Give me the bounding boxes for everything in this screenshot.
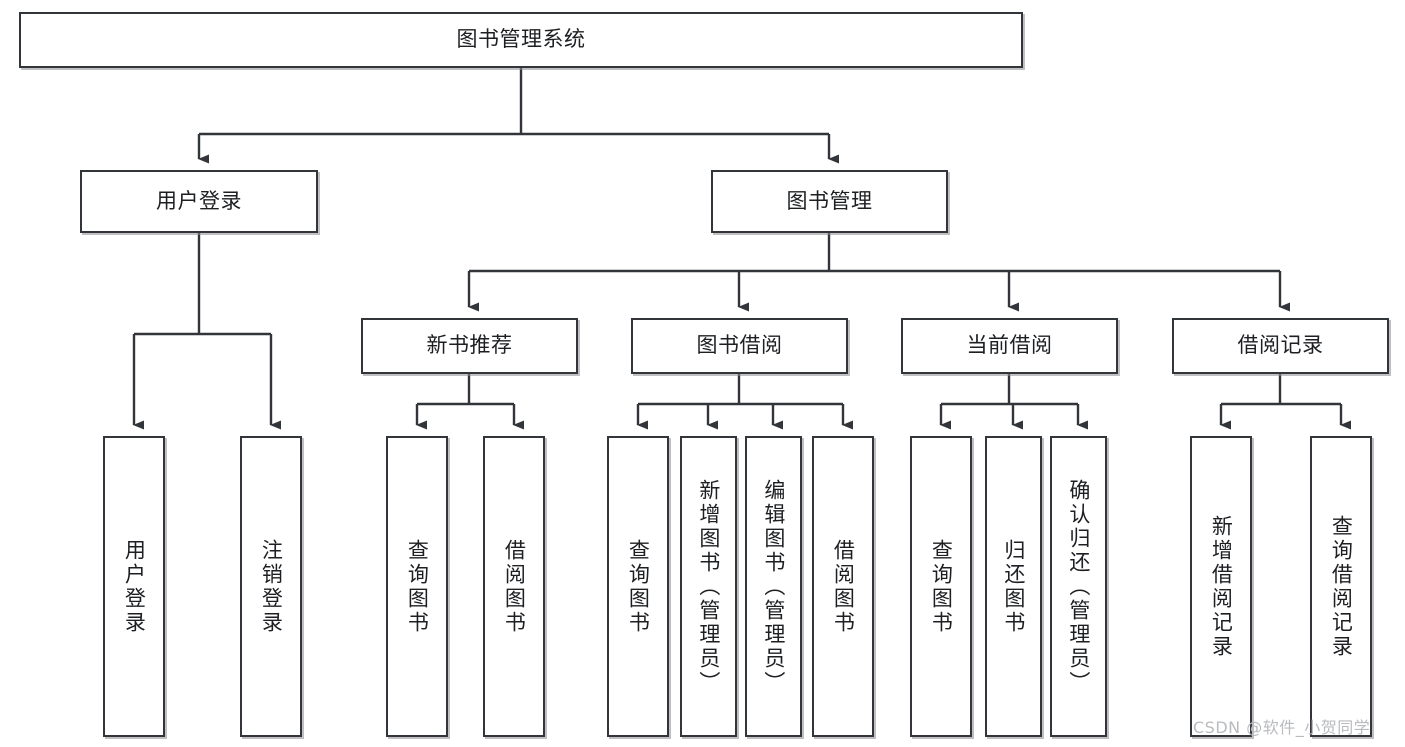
- level3-node-box-3[interactable]: 借阅记录: [1172, 318, 1389, 374]
- leaf-node-label: 借阅图书: [831, 538, 856, 635]
- leaf-node-box-9[interactable]: 归还图书: [985, 436, 1042, 737]
- level2-node-label: 用户登录: [156, 188, 242, 213]
- level3-node-box-0[interactable]: 新书推荐: [361, 318, 578, 374]
- root-node-label: 图书管理系统: [456, 27, 586, 52]
- level3-node-label: 借阅记录: [1237, 333, 1324, 358]
- level3-node-box-1[interactable]: 图书借阅: [631, 318, 848, 374]
- leaf-node-label: 借阅图书: [502, 538, 527, 635]
- leaf-node-box-6[interactable]: 编辑图书（管理员）: [745, 436, 802, 737]
- level3-node-label: 新书推荐: [426, 333, 513, 358]
- level2-node-box-0[interactable]: 用户登录: [80, 170, 318, 233]
- leaf-node-label: 新增图书（管理员）: [696, 478, 721, 695]
- leaf-node-box-1[interactable]: 注销登录: [240, 436, 302, 737]
- leaf-node-box-2[interactable]: 查询图书: [386, 436, 448, 737]
- leaf-node-box-8[interactable]: 查询图书: [910, 436, 972, 737]
- leaf-node-box-12[interactable]: 查询借阅记录: [1310, 436, 1372, 737]
- level3-node-label: 图书借阅: [696, 333, 783, 358]
- level3-node-label: 当前借阅: [966, 333, 1053, 358]
- connector-lines: [132, 68, 1351, 430]
- leaf-node-label: 查询图书: [929, 538, 954, 635]
- leaf-node-label: 确认归还（管理员）: [1066, 478, 1091, 695]
- leaf-node-label: 查询借阅记录: [1329, 514, 1354, 659]
- level2-node-label: 图书管理: [786, 188, 873, 213]
- leaf-node-box-4[interactable]: 查询图书: [607, 436, 669, 737]
- leaf-node-box-7[interactable]: 借阅图书: [812, 436, 874, 737]
- leaf-node-box-11[interactable]: 新增借阅记录: [1190, 436, 1252, 737]
- leaf-node-box-3[interactable]: 借阅图书: [483, 436, 545, 737]
- leaf-node-label: 归还图书: [1001, 538, 1026, 635]
- leaf-node-label: 新增借阅记录: [1209, 514, 1234, 659]
- root-node-box-0[interactable]: 图书管理系统: [19, 12, 1023, 68]
- leaf-node-label: 注销登录: [259, 538, 284, 635]
- level3-node-box-2[interactable]: 当前借阅: [901, 318, 1118, 374]
- leaf-node-label: 用户登录: [122, 538, 147, 635]
- level2-node-box-1[interactable]: 图书管理: [711, 170, 948, 233]
- leaf-node-box-0[interactable]: 用户登录: [103, 436, 165, 737]
- leaf-node-box-5[interactable]: 新增图书（管理员）: [680, 436, 737, 737]
- leaf-node-label: 编辑图书（管理员）: [761, 478, 786, 695]
- leaf-node-label: 查询图书: [405, 538, 430, 635]
- leaf-node-label: 查询图书: [626, 538, 651, 635]
- leaf-node-box-10[interactable]: 确认归还（管理员）: [1050, 436, 1107, 737]
